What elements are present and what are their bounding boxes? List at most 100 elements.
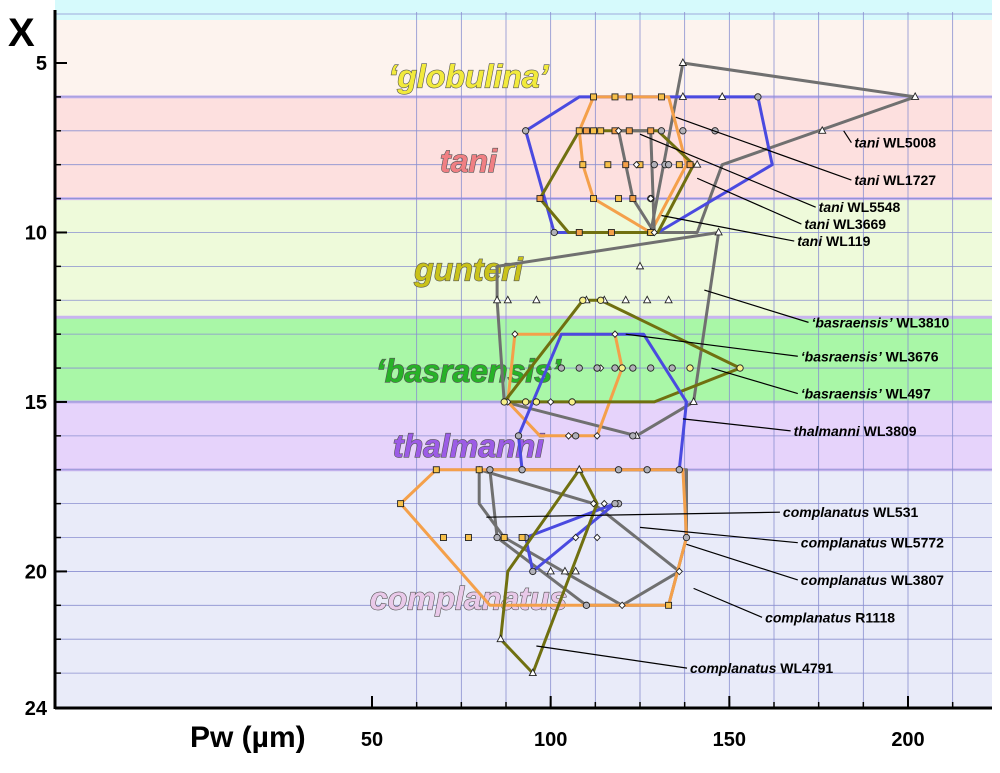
data-point: [650, 161, 658, 169]
data-point: [532, 295, 541, 304]
data-point: [657, 93, 665, 101]
annotation-label: complanatus WL5772: [801, 535, 944, 551]
annotation-leader: [639, 133, 816, 208]
data-point: [643, 466, 651, 474]
data-point: [492, 295, 502, 304]
data-point: [668, 364, 676, 372]
annotation-label: tani WL3669: [804, 216, 886, 232]
data-point: [557, 364, 566, 372]
data-point: [665, 601, 673, 609]
data-point: [560, 566, 570, 575]
data-point: [550, 228, 558, 237]
data-point: [574, 464, 584, 473]
annotation-leader: [686, 543, 798, 581]
data-point: [604, 161, 612, 169]
annotation-label: thalmanni WL3809: [794, 423, 917, 439]
data-point: [518, 466, 526, 474]
data-point: [642, 295, 652, 304]
data-point: [579, 161, 587, 169]
x-tick-label: 50: [361, 729, 383, 751]
annotation-label: ‘basraensis’ WL3810: [812, 314, 950, 330]
data-point: [629, 432, 637, 440]
y-tick-label: 20: [25, 561, 47, 583]
x-tick-label: 200: [891, 729, 924, 751]
data-point: [817, 125, 827, 134]
data-point: [528, 668, 538, 677]
data-point: [657, 127, 666, 135]
annotation-leader: [711, 367, 798, 395]
data-point: [717, 91, 727, 100]
data-point: [514, 432, 523, 440]
zone-label: gunteri: [413, 252, 524, 288]
data-point: [664, 161, 673, 169]
data-point: [714, 227, 723, 236]
data-point: [511, 330, 519, 339]
data-point: [522, 398, 530, 406]
data-point: [675, 567, 683, 576]
data-point: [615, 195, 623, 203]
data-point: [664, 295, 673, 304]
data-point: [629, 364, 637, 372]
zone-band: [55, 469, 992, 707]
data-point: [679, 127, 687, 135]
data-point: [910, 91, 920, 100]
data-point: [736, 364, 744, 372]
data-point: [611, 364, 619, 372]
data-point: [675, 161, 683, 169]
data-point: [593, 364, 601, 372]
top-strip: [55, 0, 992, 20]
annotation-leader: [704, 289, 809, 323]
data-point: [686, 161, 694, 169]
data-point: [590, 93, 597, 101]
data-point: [625, 93, 633, 101]
data-point: [572, 432, 580, 440]
y-tick-label: 15: [25, 392, 47, 414]
data-point: [546, 566, 555, 575]
data-point: [568, 398, 576, 406]
data-point: [486, 466, 494, 474]
data-point: [575, 364, 583, 372]
annotation-leader: [625, 333, 798, 357]
data-point: [575, 127, 583, 135]
data-point: [575, 229, 583, 236]
data-point: [618, 364, 626, 372]
data-point: [579, 296, 587, 304]
data-point: [475, 466, 483, 474]
data-point: [440, 534, 447, 541]
zone-label: ‘globulina’: [388, 58, 549, 94]
zone-label: complanatus: [370, 580, 567, 616]
annotation-leader: [843, 130, 852, 144]
series-points: [397, 58, 920, 677]
data-point: [518, 534, 526, 541]
data-point: [629, 195, 637, 203]
data-point: [682, 533, 691, 542]
zone-band: [55, 317, 992, 402]
series-hull: [649, 61, 917, 234]
data-point: [614, 466, 623, 474]
data-point: [465, 534, 472, 541]
data-point: [625, 127, 633, 135]
annotation-leader: [639, 526, 798, 544]
y-tick-label: 5: [36, 53, 47, 75]
data-point: [590, 127, 597, 135]
data-point: [632, 160, 641, 169]
annotation-leader: [675, 116, 852, 181]
data-point: [618, 601, 626, 610]
data-point: [571, 566, 580, 575]
data-point: [496, 634, 505, 643]
data-point: [678, 91, 688, 100]
x-tick-label: 150: [713, 729, 746, 751]
data-point: [500, 534, 508, 541]
annotation-label: complanatus WL531: [783, 504, 919, 520]
annotation-label: ‘basraensis’ WL497: [801, 386, 931, 402]
annotation-leader: [661, 214, 795, 242]
data-point: [647, 194, 655, 203]
data-point: [622, 161, 630, 169]
data-point: [503, 295, 513, 304]
data-point: [692, 159, 702, 168]
data-point: [582, 127, 590, 135]
annotation-label: tani WL5008: [854, 135, 936, 151]
x-axis-title: Pw (µm): [190, 721, 306, 754]
annotation-label: complanatus WL4791: [690, 660, 833, 676]
